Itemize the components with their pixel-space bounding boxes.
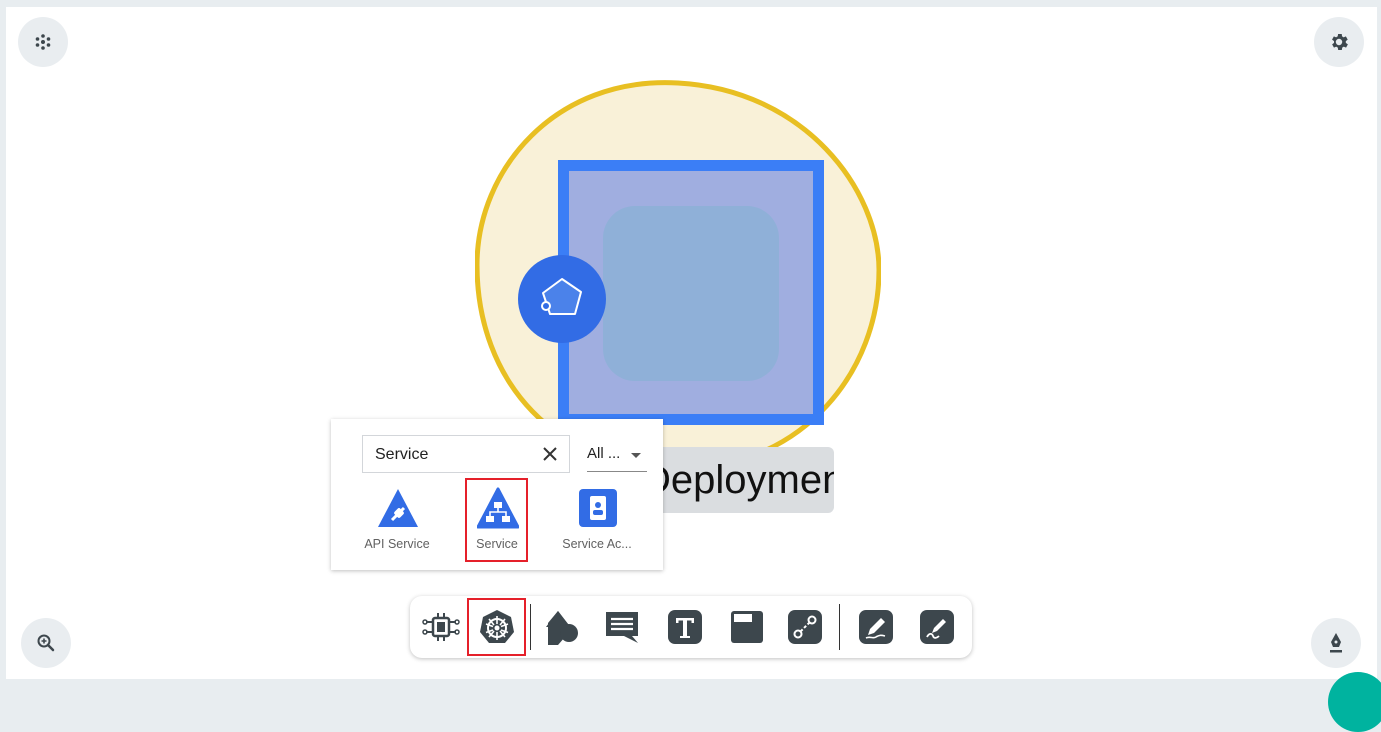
freehand-tool[interactable] [913, 603, 961, 651]
pencil-icon [859, 610, 893, 644]
layers-button[interactable] [18, 17, 68, 67]
bottom-toolbar [410, 596, 972, 658]
service-account-icon [579, 489, 617, 527]
components-icon [422, 613, 460, 641]
filter-selected-value: All ... [587, 445, 621, 462]
result-service[interactable]: Service [452, 479, 542, 561]
result-api-service[interactable]: API Service [352, 479, 442, 561]
deployment-badge[interactable] [518, 255, 606, 343]
help-fab[interactable] [1328, 672, 1381, 732]
shapes-icon [546, 611, 578, 645]
toolbar-divider [839, 604, 840, 650]
zoom-in-button[interactable] [21, 618, 71, 668]
pen-nib-icon [1330, 633, 1342, 653]
component-search-panel: All ... API Service Service Service Ac..… [331, 419, 663, 570]
result-label: Service Ac... [562, 537, 632, 551]
section-tool[interactable] [723, 603, 771, 651]
result-label: Service [476, 537, 518, 551]
shapes-tool[interactable] [538, 603, 586, 651]
gear-icon [1332, 34, 1348, 50]
api-service-icon [378, 489, 418, 527]
pencil-tool[interactable] [852, 603, 900, 651]
edge-tool[interactable] [781, 603, 829, 651]
comment-icon [606, 612, 638, 643]
text-icon [668, 610, 702, 644]
category-filter-select[interactable]: All ... [587, 441, 647, 472]
edge-icon [788, 610, 822, 644]
kubernetes-icon [480, 610, 514, 643]
search-field[interactable] [362, 435, 570, 473]
zoom-in-icon [37, 634, 55, 652]
service-icon [477, 487, 519, 529]
freehand-icon [920, 610, 954, 644]
settings-button[interactable] [1314, 17, 1364, 67]
toolbar-divider [530, 604, 531, 650]
text-tool[interactable] [661, 603, 709, 651]
close-icon[interactable] [541, 445, 559, 463]
layers-icon [35, 34, 51, 50]
comment-tool[interactable] [598, 603, 646, 651]
chevron-down-icon [631, 453, 641, 458]
result-service-account[interactable]: Service Ac... [552, 479, 642, 561]
pen-mode-button[interactable] [1311, 618, 1361, 668]
section-icon [731, 611, 763, 643]
search-input[interactable] [375, 444, 535, 466]
pod-shape[interactable] [603, 206, 779, 381]
kubernetes-tool[interactable] [473, 603, 521, 651]
result-label: API Service [364, 537, 430, 551]
components-tool[interactable] [417, 603, 465, 651]
pentagon-icon [541, 278, 582, 315]
